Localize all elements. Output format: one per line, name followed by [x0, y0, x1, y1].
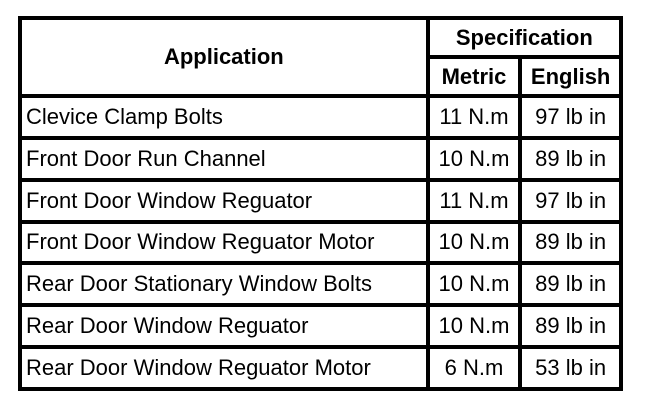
application-header: Application — [18, 16, 430, 98]
header-row-top: Application Specification — [18, 16, 624, 98]
metric-cell: 11 N.m — [425, 177, 523, 224]
english-cell: 97 lb in — [518, 177, 623, 224]
english-cell: 89 lb in — [518, 303, 623, 350]
table-header: Application Specification Metric English — [18, 16, 624, 98]
metric-cell: 11 N.m — [425, 94, 523, 140]
table-body: Clevice Clamp Bolts 11 N.m 97 lb in Fron… — [18, 94, 623, 391]
english-cell: 89 lb in — [518, 261, 623, 308]
application-cell: Clevice Clamp Bolts — [18, 94, 430, 140]
table-row: Front Door Run Channel 10 N.m 89 lb in — [18, 135, 623, 182]
english-header: English — [518, 55, 623, 98]
application-cell: Rear Door Window Reguator Motor — [18, 345, 430, 391]
application-cell: Front Door Run Channel — [18, 135, 430, 182]
table-row: Rear Door Window Reguator 10 N.m 89 lb i… — [18, 303, 623, 350]
metric-header: Metric — [425, 55, 523, 98]
metric-cell: 10 N.m — [425, 135, 523, 182]
metric-cell: 10 N.m — [425, 303, 523, 350]
specification-header: Specification — [425, 16, 624, 59]
application-cell: Rear Door Stationary Window Bolts — [18, 261, 430, 308]
table-row: Rear Door Window Reguator Motor 6 N.m 53… — [18, 345, 623, 391]
application-cell: Front Door Window Reguator — [18, 177, 430, 224]
torque-spec-table: Application Specification Metric English… — [18, 16, 624, 391]
metric-cell: 10 N.m — [425, 261, 523, 308]
header-row-sub: Metric English — [20, 55, 623, 98]
english-cell: 97 lb in — [518, 94, 623, 140]
english-cell: 89 lb in — [518, 219, 623, 266]
table-row: Rear Door Stationary Window Bolts 10 N.m… — [18, 261, 623, 308]
english-cell: 53 lb in — [518, 345, 623, 391]
metric-cell: 6 N.m — [425, 345, 523, 391]
table-row: Clevice Clamp Bolts 11 N.m 97 lb in — [18, 94, 623, 140]
application-cell: Rear Door Window Reguator — [18, 303, 430, 350]
application-cell: Front Door Window Reguator Motor — [18, 219, 430, 266]
table-row: Front Door Window Reguator Motor 10 N.m … — [18, 219, 623, 266]
metric-cell: 10 N.m — [425, 219, 523, 266]
english-cell: 89 lb in — [518, 135, 623, 182]
table-row: Front Door Window Reguator 11 N.m 97 lb … — [18, 177, 623, 224]
